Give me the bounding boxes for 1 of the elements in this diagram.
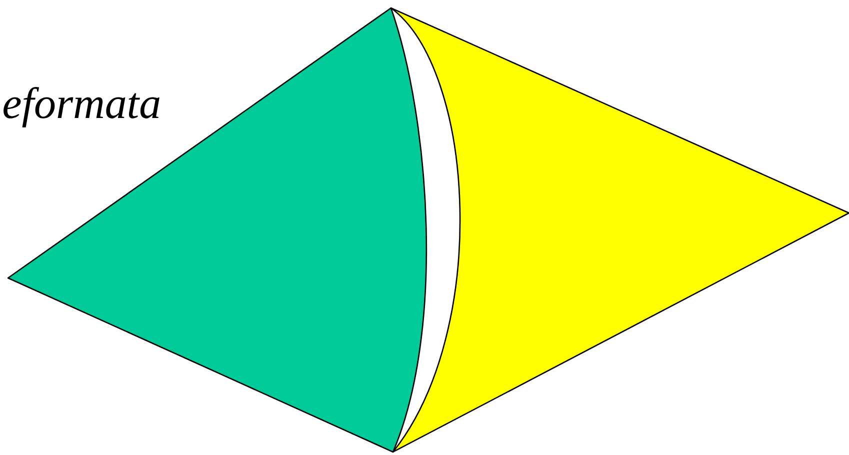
caption-text: eformata [4,87,160,128]
